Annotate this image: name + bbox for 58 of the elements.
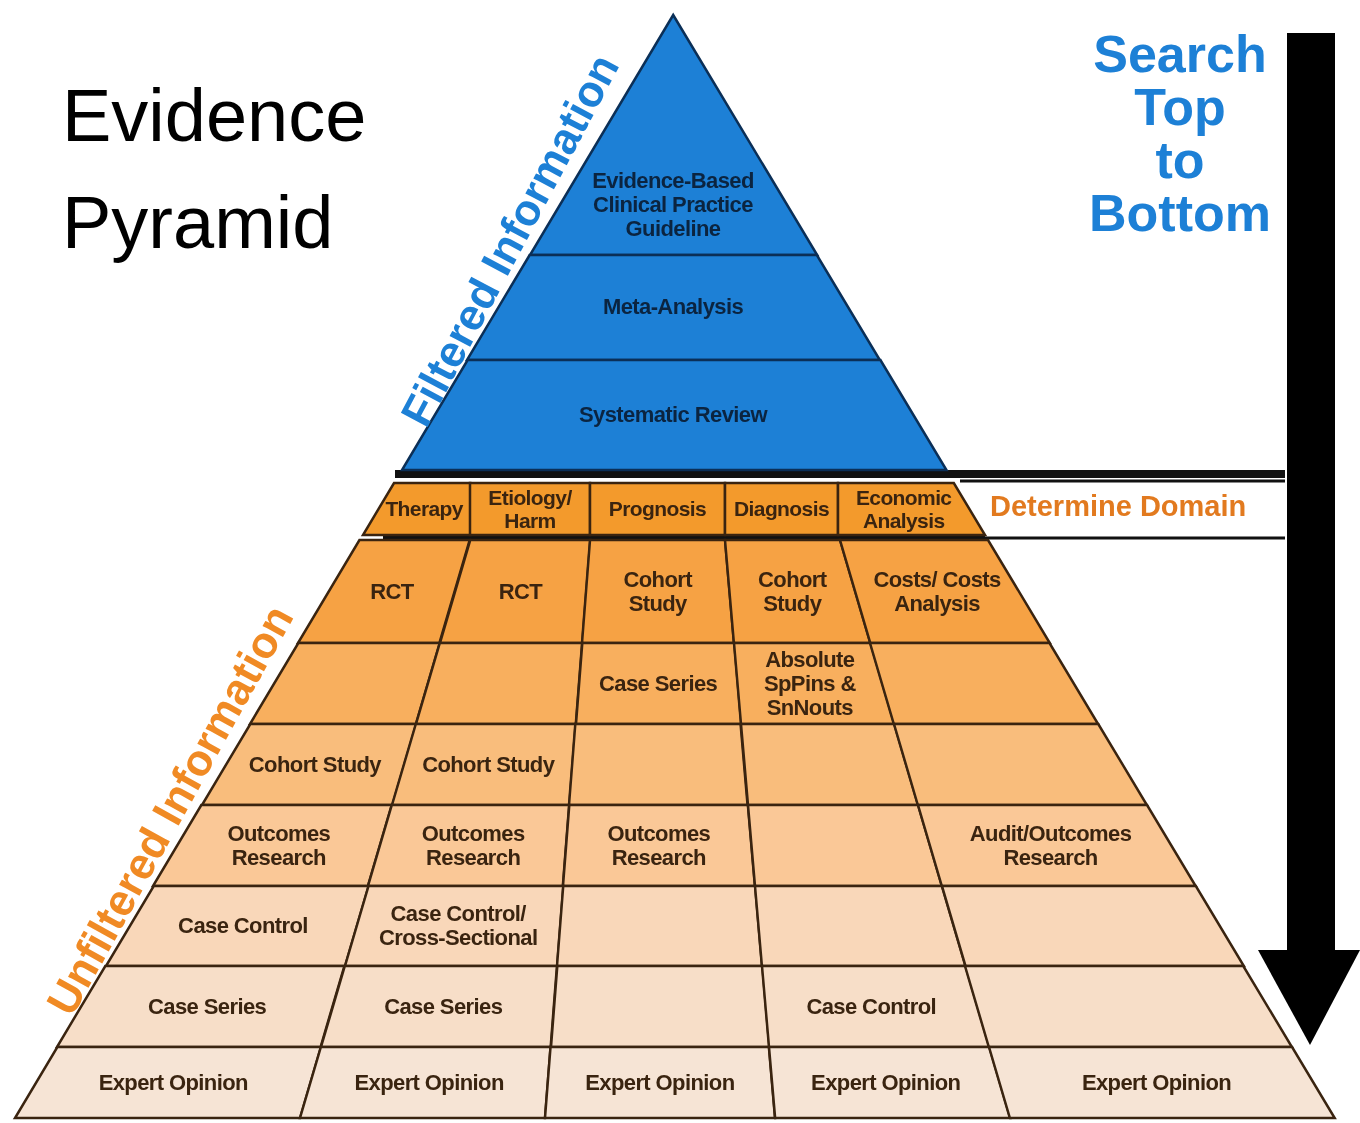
- domain-cell: [470, 483, 590, 535]
- pyramid-cell: [761, 966, 990, 1047]
- pyramid-cell: [965, 966, 1293, 1047]
- cell-label: Outcomes Research: [606, 821, 712, 870]
- cell-label: Expert Opinion: [1081, 1070, 1232, 1095]
- pyramid-cell: [917, 805, 1196, 886]
- cell-label: Case Series: [384, 994, 503, 1019]
- cell-label: Cohort Study: [422, 752, 555, 777]
- pyramid-cell: [569, 724, 748, 805]
- cell-label: Case Control: [806, 994, 937, 1019]
- cell-label: Systematic Review: [579, 402, 767, 428]
- pyramid-cell: [545, 1047, 775, 1118]
- pyramid-cell: [754, 886, 966, 966]
- pyramid-cell: [556, 886, 762, 966]
- cell-label: Expert Opinion: [98, 1070, 248, 1095]
- cell-label: Case Control: [178, 913, 308, 939]
- side-label: Determine Domain: [990, 490, 1248, 523]
- cell-label: Prognosis: [608, 497, 707, 521]
- pyramid-cell: [575, 643, 741, 724]
- pyramid-cell: [563, 805, 755, 886]
- domain-cell: [590, 483, 725, 535]
- domain-cell: [725, 483, 838, 535]
- cell-label: Case Series: [599, 671, 718, 696]
- pyramid-cell: [870, 643, 1099, 724]
- pyramid-cell: [941, 886, 1244, 966]
- cell-label: Economic Analysis: [854, 485, 953, 533]
- pyramid-cell: [768, 1047, 1010, 1118]
- pyramid-cell: [14, 1047, 321, 1118]
- cell-label: Audit/Outcomes Research: [968, 821, 1133, 870]
- cell-label: Therapy: [385, 497, 463, 521]
- cell-label: Outcomes Research: [420, 821, 526, 870]
- cell-label: Absolute SpPins & SnNouts: [762, 647, 857, 720]
- pyramid-cell: [894, 724, 1147, 805]
- instruction-text: Search Top to Bottom: [1088, 28, 1272, 241]
- cell-label: Expert Opinion: [811, 1070, 961, 1095]
- cell-label: Costs/ Costs Analysis: [872, 567, 1002, 616]
- cell-label: Cohort Study: [622, 567, 694, 616]
- pyramid-cell: [344, 886, 564, 966]
- cell-label: Meta-Analysis: [602, 294, 744, 320]
- pyramid-cell: [989, 1047, 1335, 1118]
- cell-label: Expert Opinion: [354, 1070, 504, 1095]
- diagram-title: Evidence Pyramid: [62, 73, 368, 267]
- domain-cell: [838, 483, 985, 535]
- cell-label: RCT: [370, 579, 414, 604]
- cell-label: RCT: [498, 579, 543, 604]
- cell-label: Case Control/ Cross-Sectional: [377, 901, 539, 951]
- pyramid-cell: [298, 540, 470, 643]
- pyramid-cell: [300, 1047, 551, 1118]
- cell-label: Expert Opinion: [585, 1070, 735, 1095]
- cell-label: Etiology/ Harm: [487, 485, 573, 533]
- pyramid-cell: [581, 540, 734, 643]
- pyramid-cell: [550, 966, 769, 1047]
- pyramid-cell: [840, 540, 1050, 643]
- pyramid-cell: [320, 966, 557, 1047]
- cell-label: Diagnosis: [734, 497, 829, 521]
- domain-cell: [362, 483, 470, 535]
- cell-label: Cohort Study: [757, 567, 828, 616]
- cell-label: Outcomes Research: [227, 821, 332, 870]
